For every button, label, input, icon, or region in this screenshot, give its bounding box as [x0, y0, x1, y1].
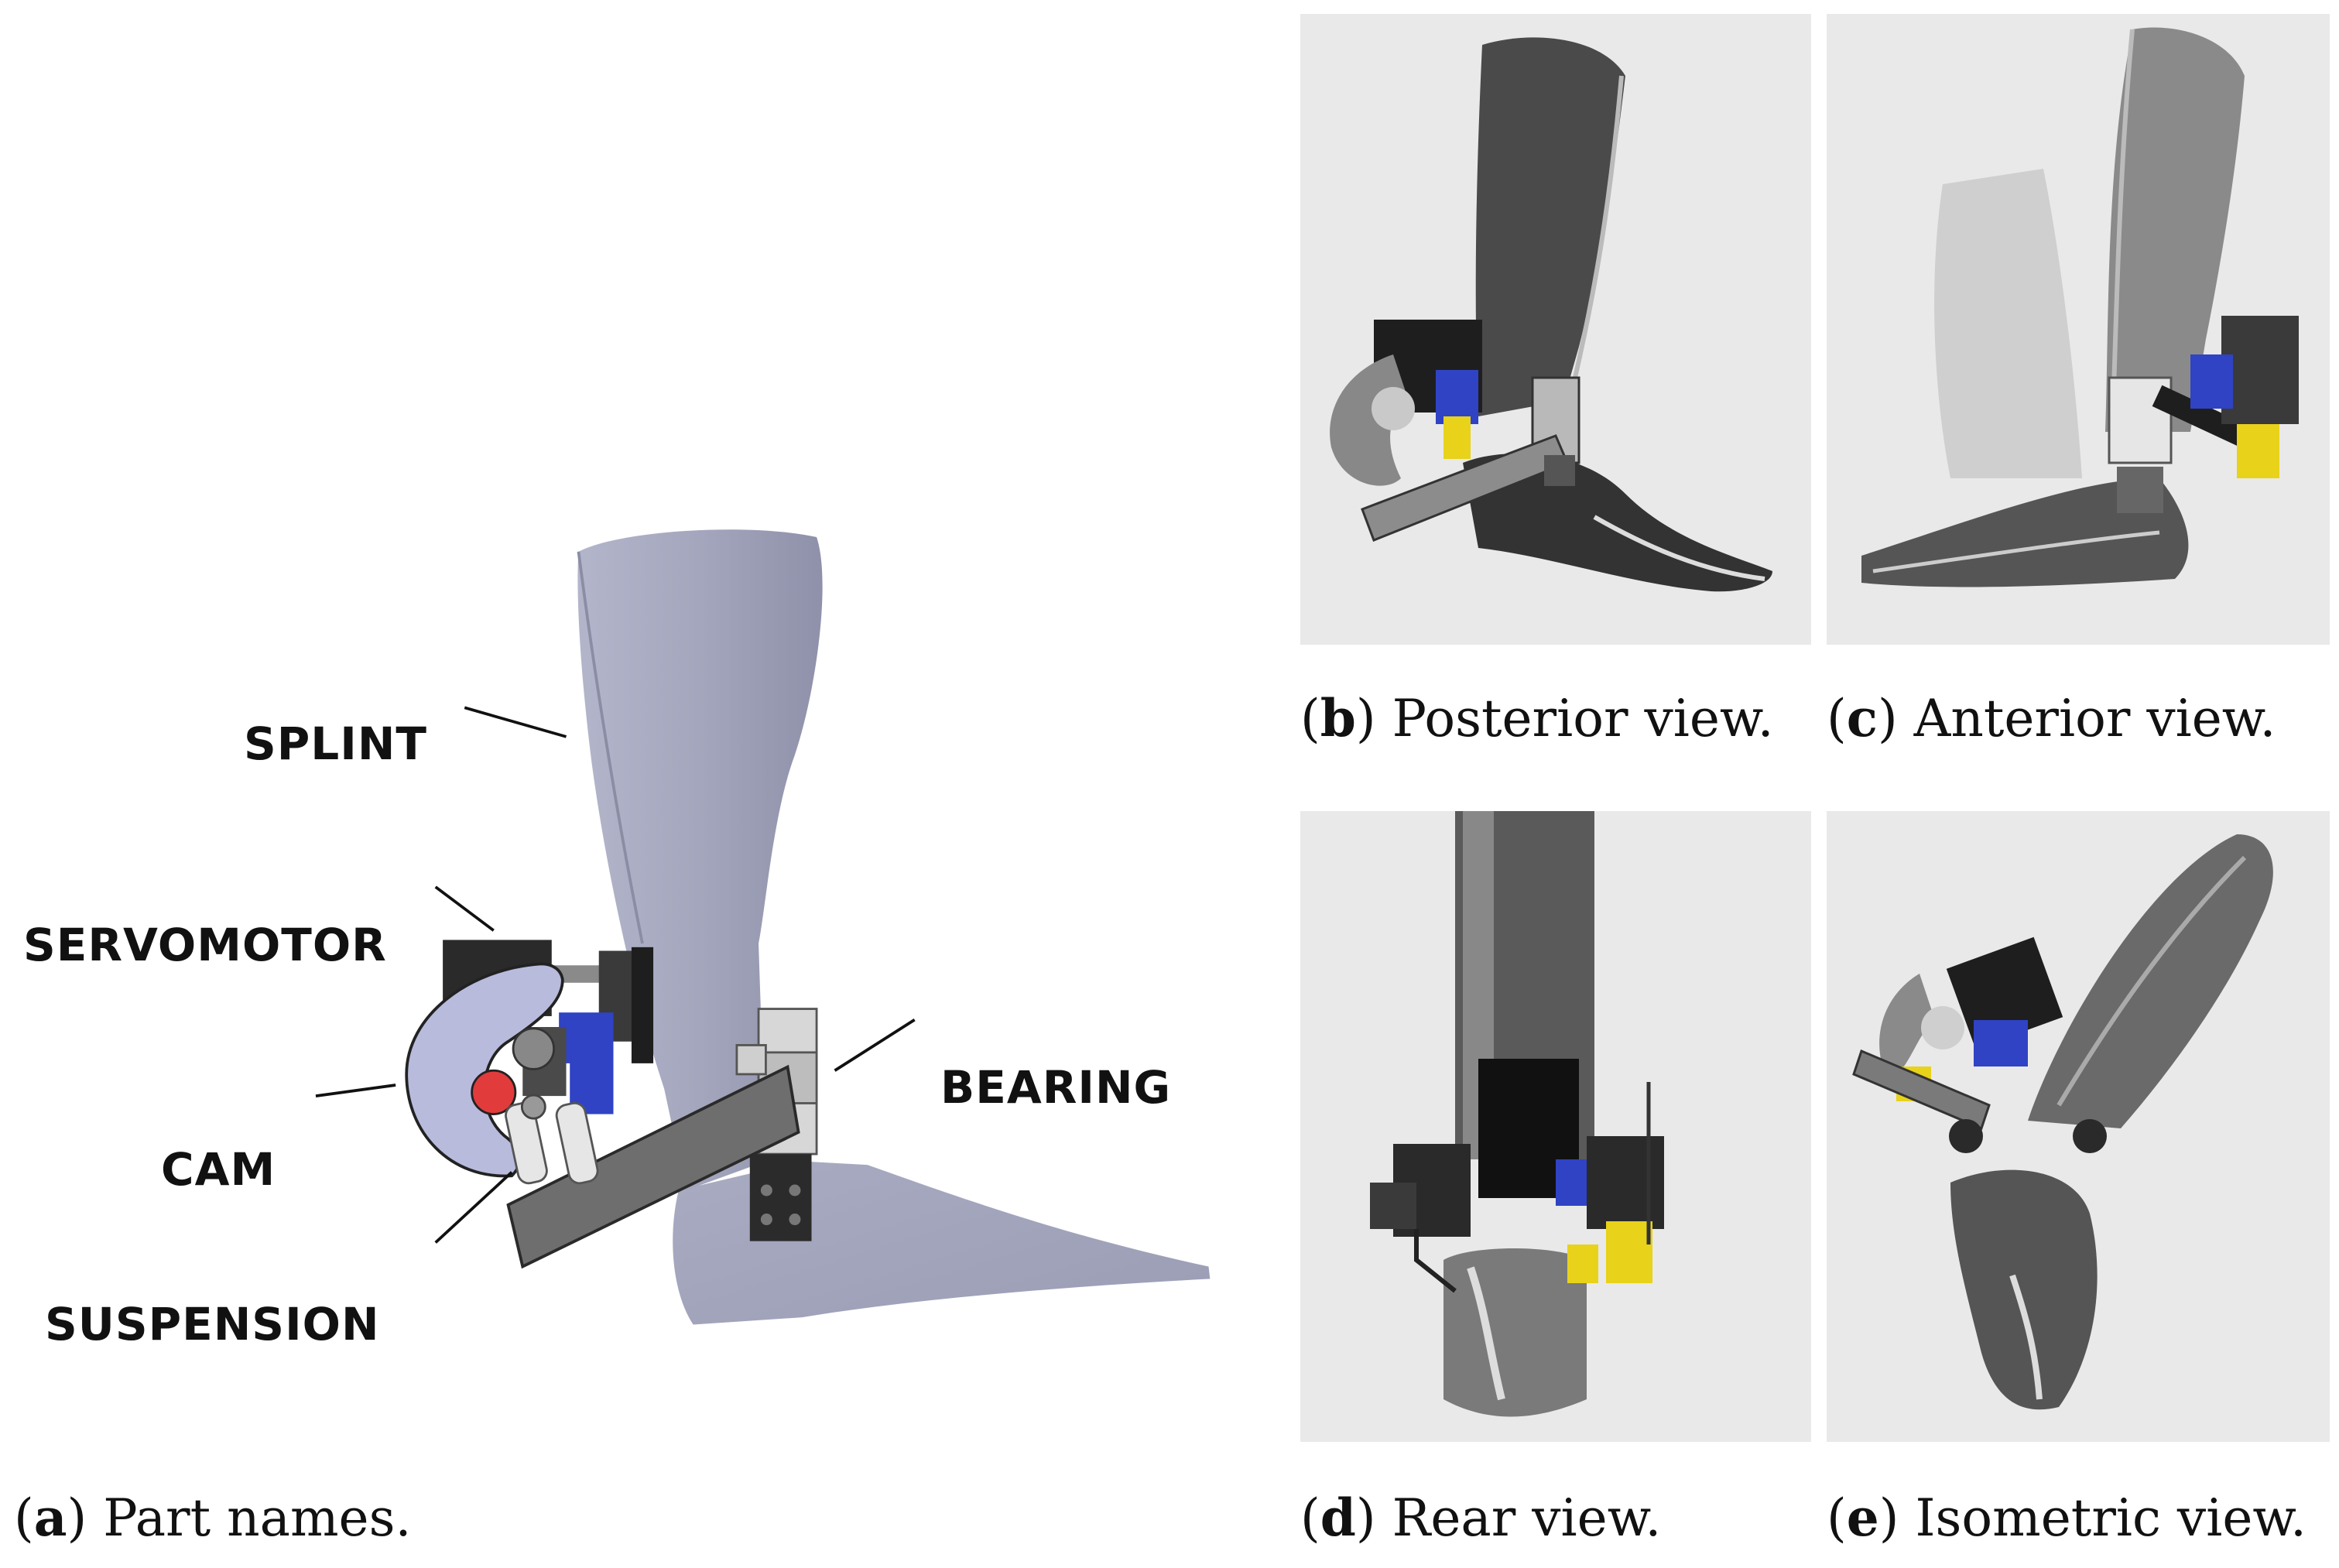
caption-c: (c) Anterior view.: [1827, 688, 2276, 748]
bearing-leader: [834, 1019, 916, 1072]
caption-d: (d) Rear view.: [1300, 1488, 1662, 1548]
label-splint: SPLINT: [244, 717, 427, 770]
splint-leader: [464, 706, 567, 738]
caption-a-letter: a: [33, 1488, 67, 1548]
orthosis-side-illustration: [315, 529, 1211, 1325]
heel-shape: [1443, 1248, 1587, 1417]
render-anterior-view: [1827, 14, 2330, 645]
bearing-assembly: [735, 1008, 818, 1241]
label-bearing: BEARING: [940, 1061, 1172, 1114]
caption-b-letter: b: [1320, 688, 1356, 748]
caption-a-text: Part names.: [103, 1488, 412, 1548]
shell-shape: [2028, 834, 2273, 1128]
caption-c-text: Anterior view.: [1913, 689, 2276, 748]
caption-e: (e) Isometric view.: [1827, 1488, 2307, 1548]
shell-shape: [2105, 27, 2245, 432]
posterior-render: [1330, 37, 1772, 592]
caption-d-letter: d: [1320, 1488, 1356, 1548]
anterior-render: [1861, 27, 2299, 587]
caption-b-text: Posterior view.: [1392, 689, 1774, 748]
cam-leader: [315, 1084, 396, 1097]
foot-shape: [1950, 1169, 2098, 1410]
cam-follower-dot: [471, 1069, 517, 1115]
shell-shape: [1475, 37, 1625, 417]
label-servomotor: SERVOMOTOR: [23, 919, 387, 971]
splint-shell: [577, 529, 823, 1191]
suspension-leader: [434, 1171, 513, 1244]
servomotor-leader: [434, 885, 495, 932]
cam-shape: [1330, 354, 1409, 486]
caption-e-text: Isometric view.: [1915, 1488, 2307, 1548]
label-suspension: SUSPENSION: [45, 1298, 380, 1351]
foot-shape: [1463, 454, 1772, 592]
label-cam: CAM: [161, 1143, 276, 1196]
caption-d-text: Rear view.: [1392, 1488, 1662, 1548]
caption-c-letter: c: [1846, 688, 1878, 748]
isometric-render: [1852, 834, 2273, 1410]
caption-e-letter: e: [1846, 1488, 1879, 1548]
render-rear-view: [1300, 811, 1811, 1442]
render-isometric-view: [1827, 811, 2330, 1442]
shadow-shape: [1934, 169, 2082, 478]
caption-b: (b) Posterior view.: [1300, 688, 1774, 748]
rear-render: [1370, 811, 1664, 1417]
cam-shape: [1879, 974, 1935, 1082]
render-posterior-view: [1300, 14, 1811, 645]
suspension-links: [505, 1094, 599, 1185]
caption-a: (a) Part names.: [14, 1488, 412, 1548]
panel-a-part-names: SPLINT SERVOMOTOR CAM SUSPENSION BEARING…: [14, 529, 1211, 1548]
suspension-arm: [506, 1064, 800, 1269]
